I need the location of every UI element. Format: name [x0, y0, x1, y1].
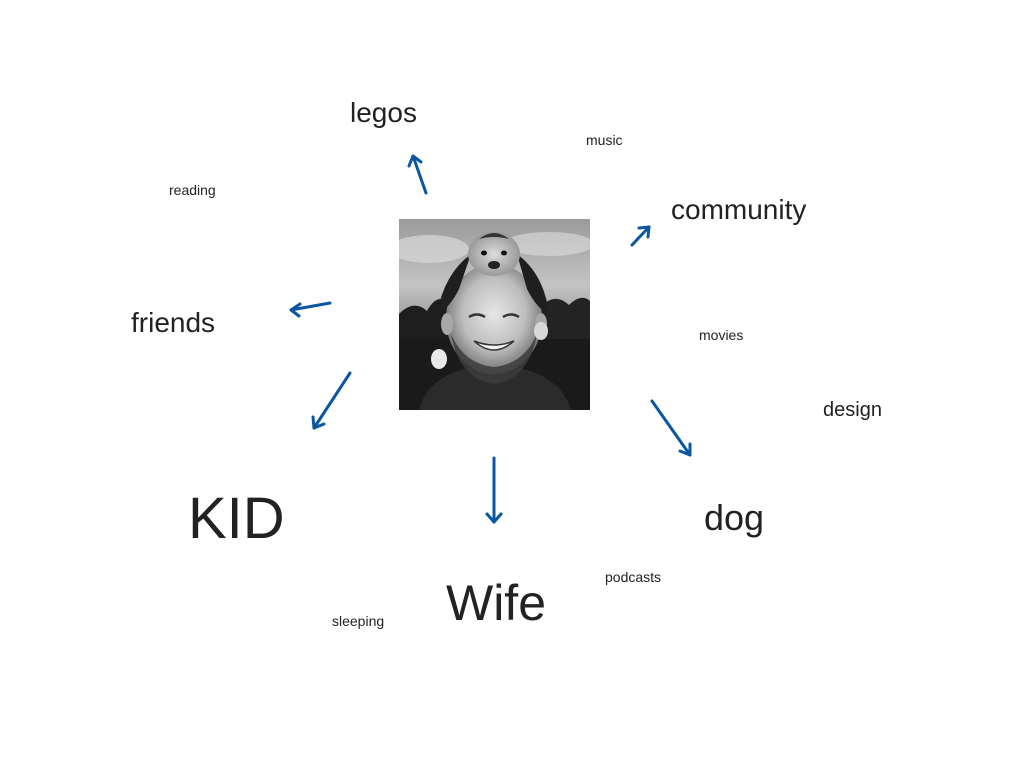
arrow-to-friends: [289, 301, 332, 318]
word-design: design: [823, 399, 882, 421]
word-reading: reading: [169, 182, 216, 198]
word-kid: KID: [188, 486, 285, 551]
arrow-to-community: [630, 225, 651, 247]
arrow-to-dog: [650, 399, 692, 457]
arrow-to-wife: [485, 456, 503, 524]
word-movies: movies: [699, 327, 744, 343]
word-music: music: [586, 132, 623, 148]
portrait-photo: [399, 219, 590, 410]
arrow-to-legos: [407, 154, 428, 195]
word-wife: Wife: [446, 575, 546, 631]
word-sleeping: sleeping: [332, 613, 385, 629]
word-community: community: [671, 194, 807, 225]
word-legos: legos: [350, 97, 417, 128]
word-dog: dog: [704, 497, 765, 538]
arrow-to-kid: [311, 371, 352, 430]
word-friends: friends: [131, 307, 216, 338]
word-podcasts: podcasts: [605, 569, 662, 585]
